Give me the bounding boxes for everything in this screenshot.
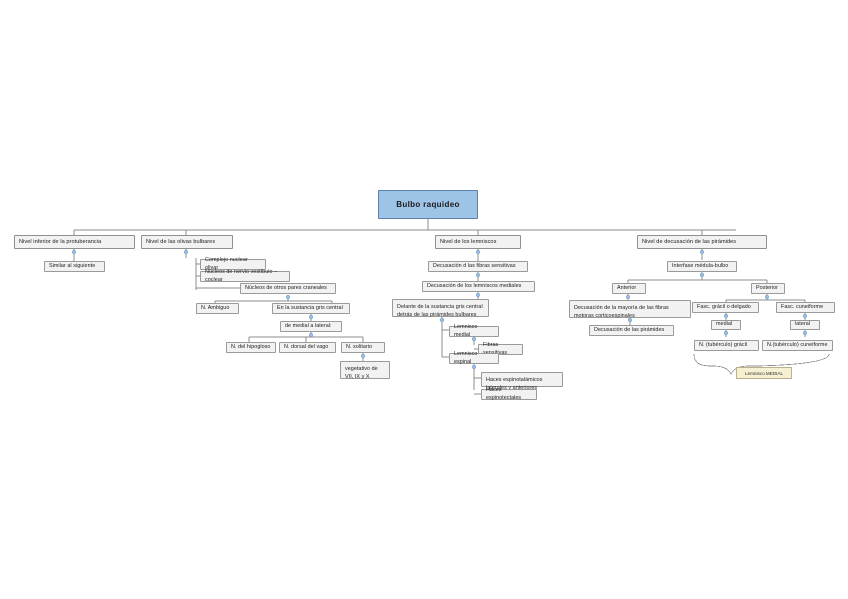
- node-lemnisco-medial[interactable]: Lemnisco medial: [449, 323, 499, 338]
- branch-node-lemniscos[interactable]: Nivel de los lemniscos: [435, 235, 521, 249]
- node-label: Decusación de los lemniscos mediales: [427, 282, 522, 289]
- node-n-dorsal-del-vago[interactable]: N. dorsal del vago: [279, 342, 336, 353]
- node-label: Complejo nuclear olivar: [205, 256, 248, 271]
- node-medial[interactable]: medial: [711, 320, 741, 330]
- node-posterior[interactable]: Posterior: [751, 283, 785, 294]
- node-label: Núcleos de otros pares craneales: [245, 284, 327, 291]
- root-label: Bulbo raquideo: [396, 199, 460, 209]
- node-fasc-cuneiforme[interactable]: Fasc. cuneiforme: [776, 302, 835, 313]
- node-n-solitario[interactable]: N. solitario: [341, 342, 385, 353]
- connector-dot[interactable]: [476, 293, 480, 297]
- node-label: medial: [716, 321, 733, 328]
- branch-label: Nivel de decusación de las pirámides: [642, 238, 737, 245]
- node-label: Anterior: [617, 284, 637, 291]
- connector-dot[interactable]: [803, 314, 807, 318]
- node-interfase-medula-bulbo[interactable]: Interfase médula-bulbo: [667, 261, 737, 272]
- node-nucleos-vestibulo-coclear[interactable]: Núcleos de nervio vestíbulo –coclear: [200, 268, 290, 283]
- node-decusacion-fibras-sensitivas[interactable]: Decusación d las fibras sensitivas: [428, 261, 528, 272]
- node-lemnisco-espinal[interactable]: Lemnisco espinal: [449, 350, 499, 365]
- connector-dot[interactable]: [628, 318, 632, 322]
- branch-node-protuberancia[interactable]: Nivel inferior de la protuberancia: [14, 235, 135, 249]
- node-fasc-gracil[interactable]: Fasc. grácil o delgado: [692, 302, 759, 313]
- node-label: Interfase médula-bulbo: [672, 262, 729, 269]
- node-label: Decusación d las fibras sensitivas: [433, 262, 516, 269]
- branch-label: Nivel de los lemniscos: [440, 238, 497, 245]
- connector-dot[interactable]: [700, 273, 704, 277]
- node-decusacion-lemniscos-mediales[interactable]: Decusación de los lemniscos mediales: [422, 281, 535, 292]
- node-label: N. dorsal del vago: [284, 343, 329, 350]
- node-label: Lemnisco medial: [454, 323, 478, 338]
- node-label: Delante de la sustancia gris central det…: [397, 303, 483, 318]
- branch-node-piramides[interactable]: Nivel de decusación de las pirámides: [637, 235, 767, 249]
- node-similar-al-siguiente[interactable]: Similar al siguiente: [44, 261, 105, 272]
- note-lemnisco-medial[interactable]: Lemnisco MEDIAL: [736, 367, 792, 379]
- node-vegetativo-vii-ix-x[interactable]: vegetativo de VII, IX y X: [340, 361, 390, 380]
- connector-dot[interactable]: [724, 314, 728, 318]
- node-label: N. del hipogloso: [231, 343, 271, 350]
- node-label: N.(tubérculo) cuneiforme: [767, 341, 828, 348]
- connector-dot[interactable]: [626, 295, 630, 299]
- branch-node-olivas[interactable]: Nivel de las olivas bulbares: [141, 235, 233, 249]
- connector-dot[interactable]: [765, 295, 769, 299]
- node-label: vegetativo de VII, IX y X: [345, 365, 378, 380]
- node-label: Lemnisco espinal: [454, 350, 478, 365]
- node-label: Similar al siguiente: [49, 262, 96, 269]
- connector-dot[interactable]: [476, 250, 480, 254]
- connector-dot[interactable]: [309, 315, 313, 319]
- node-complejo-nuclear-olivar[interactable]: Complejo nuclear olivar: [200, 256, 266, 271]
- node-n-hipogloso[interactable]: N. del hipogloso: [226, 342, 276, 353]
- node-n-ambiguo[interactable]: N. Ambiguo: [196, 303, 239, 314]
- node-decusacion-piramides[interactable]: Decusación de las pirámides: [589, 325, 674, 336]
- node-label: Haces espinotalámicos laterales y anteri…: [486, 376, 543, 391]
- node-label: N. Ambiguo: [201, 304, 230, 311]
- branch-label: Nivel inferior de la protuberancia: [19, 238, 102, 245]
- connector-dot[interactable]: [72, 250, 76, 254]
- node-label: de medial a lateral:: [285, 322, 332, 329]
- root-node[interactable]: Bulbo raquideo: [378, 190, 478, 219]
- node-anterior[interactable]: Anterior: [612, 283, 646, 294]
- branch-label: Nivel de las olivas bulbares: [146, 238, 216, 245]
- node-nucleos-otros-pares-craneales[interactable]: Núcleos de otros pares craneales: [240, 283, 336, 294]
- node-label: En la sustancia gris central: [277, 304, 343, 311]
- connector-dot[interactable]: [724, 331, 728, 335]
- node-haces-espinotectales[interactable]: Haces espinotectales: [481, 386, 537, 401]
- node-label: Decusación de las pirámides: [594, 326, 665, 333]
- connector-dot[interactable]: [286, 295, 290, 299]
- note-label: Lemnisco MEDIAL: [744, 370, 784, 376]
- node-label: lateral: [795, 321, 811, 328]
- connector-dot[interactable]: [803, 331, 807, 335]
- node-nucleo-cuneiforme[interactable]: N.(tubérculo) cuneiforme: [762, 340, 833, 351]
- node-lateral[interactable]: lateral: [790, 320, 820, 330]
- node-label: Haces espinotectales: [486, 386, 522, 401]
- node-decusacion-fibras-corticoespinales[interactable]: Decusación de la mayoría de las fibras m…: [569, 300, 691, 319]
- node-nucleo-gracil[interactable]: N. (tubérculo) grácil: [694, 340, 759, 351]
- node-sustancia-gris-central[interactable]: En la sustancia gris central: [272, 303, 350, 314]
- node-fibras-sensitivas[interactable]: Fibras sensitivas: [478, 341, 523, 356]
- node-label: Posterior: [756, 284, 779, 291]
- node-label: Decusación de la mayoría de las fibras m…: [574, 304, 669, 319]
- node-label: Fasc. grácil o delgado: [697, 303, 751, 310]
- connector-dot[interactable]: [472, 365, 476, 369]
- connector-dot[interactable]: [472, 337, 476, 341]
- connector-dot[interactable]: [700, 250, 704, 254]
- connector-dot[interactable]: [361, 354, 365, 358]
- node-label: N. solitario: [346, 343, 373, 350]
- connector-dot[interactable]: [309, 333, 313, 337]
- connector-dot[interactable]: [440, 318, 444, 322]
- node-label: Núcleos de nervio vestíbulo –coclear: [205, 268, 278, 283]
- node-haces-espinotalamicos[interactable]: Haces espinotalámicos laterales y anteri…: [481, 372, 563, 391]
- node-label: N. (tubérculo) grácil: [699, 341, 748, 348]
- node-de-medial-a-lateral[interactable]: de medial a lateral:: [280, 321, 342, 332]
- connector-dot[interactable]: [184, 250, 188, 254]
- node-label: Fasc. cuneiforme: [781, 303, 824, 310]
- node-delante-sustancia-gris[interactable]: Delante de la sustancia gris central det…: [392, 299, 489, 318]
- node-label: Fibras sensitivas: [483, 341, 507, 356]
- connector-dot[interactable]: [476, 273, 480, 277]
